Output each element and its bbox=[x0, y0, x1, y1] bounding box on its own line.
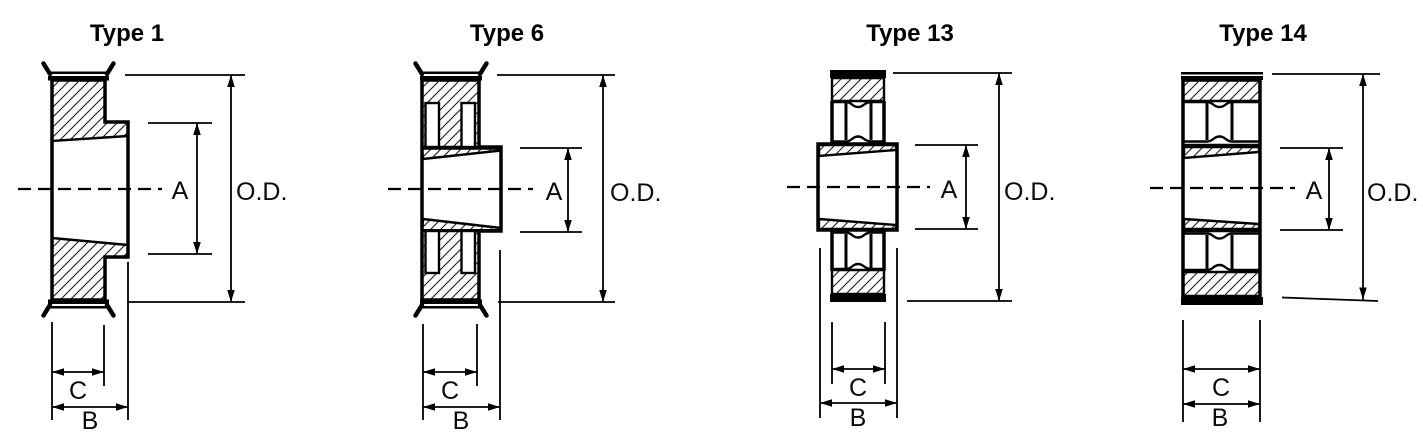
dimension-a: A bbox=[915, 144, 978, 230]
dimension-od: O.D. bbox=[497, 74, 661, 303]
web-recess bbox=[424, 229, 441, 275]
pulley-cross-section bbox=[413, 61, 503, 318]
top-belt-face bbox=[48, 71, 109, 74]
hatch-region bbox=[817, 217, 898, 231]
figure-type-14: Type 14 bbox=[1150, 20, 1418, 432]
hatch-region bbox=[1181, 78, 1262, 103]
bottom-belt-face bbox=[1181, 297, 1263, 305]
extension-line bbox=[1281, 296, 1379, 302]
dim-label-b: B bbox=[850, 404, 867, 432]
dimension-a: A bbox=[148, 122, 212, 255]
dim-label-c: C bbox=[69, 377, 87, 405]
dimension-od: O.D. bbox=[125, 74, 287, 303]
figure-title: Type 6 bbox=[470, 20, 544, 47]
figure-type-6: Type 6 bbox=[388, 20, 661, 435]
pulley-cross-section bbox=[816, 70, 899, 302]
dimension-b: B bbox=[1183, 400, 1260, 432]
flange-tip bbox=[413, 302, 425, 318]
web-recess bbox=[460, 101, 477, 149]
dim-label-c: C bbox=[1212, 374, 1230, 402]
hatch-region bbox=[817, 143, 898, 158]
web-break-line bbox=[832, 135, 884, 143]
dim-label-od: O.D. bbox=[1004, 178, 1055, 206]
web-break-line bbox=[832, 231, 884, 239]
figure-title: Type 13 bbox=[866, 20, 954, 47]
figure-title: Type 14 bbox=[1219, 20, 1307, 47]
web-break-line bbox=[1183, 100, 1260, 109]
dim-label-b: B bbox=[453, 407, 470, 435]
dimension-od: O.D. bbox=[1272, 73, 1418, 302]
flange-tip bbox=[477, 302, 489, 318]
dimension-c: C bbox=[831, 322, 886, 402]
dimension-c: C bbox=[51, 322, 105, 420]
figure-type-13: Type 13 bbox=[787, 20, 1055, 432]
web-recess bbox=[424, 101, 441, 149]
dimension-c: C bbox=[422, 324, 478, 420]
flange-tip bbox=[477, 61, 489, 77]
figure-type-1: Type 1 A O.D. bbox=[18, 20, 287, 435]
section-outline bbox=[50, 78, 130, 302]
hatch-region bbox=[830, 76, 886, 103]
dim-label-a: A bbox=[941, 176, 958, 204]
hatch-region bbox=[420, 217, 503, 232]
top-belt-face bbox=[1181, 72, 1263, 75]
web-break-line bbox=[1183, 232, 1260, 240]
figure-title: Type 1 bbox=[90, 20, 164, 47]
bottom-belt-face bbox=[420, 306, 482, 309]
web-break-line bbox=[832, 100, 884, 109]
dim-label-od: O.D. bbox=[236, 178, 287, 206]
hatch-region bbox=[50, 236, 130, 302]
top-belt-face bbox=[420, 71, 482, 74]
hatch-region bbox=[830, 268, 886, 296]
web-break-line bbox=[1183, 135, 1260, 143]
bottom-belt-face bbox=[48, 306, 109, 309]
pulley-cross-section bbox=[1181, 72, 1263, 305]
dim-label-c: C bbox=[441, 377, 459, 405]
dim-label-a: A bbox=[546, 178, 563, 206]
hatch-region bbox=[1182, 217, 1261, 231]
web-recess bbox=[460, 229, 477, 275]
dim-label-c: C bbox=[849, 374, 867, 402]
flange-tip bbox=[104, 61, 116, 77]
flange-tip bbox=[104, 302, 116, 318]
hatch-region bbox=[1182, 145, 1261, 160]
hatch-region bbox=[420, 147, 503, 161]
dim-label-b: B bbox=[82, 407, 99, 435]
dim-label-a: A bbox=[172, 177, 189, 205]
dimension-b: B bbox=[52, 262, 129, 435]
dimension-b: B bbox=[423, 250, 501, 435]
dimension-a: A bbox=[1280, 147, 1343, 231]
top-belt-face bbox=[1181, 76, 1263, 80]
flange-tip bbox=[41, 302, 53, 318]
pulley-cross-section bbox=[41, 61, 130, 318]
web-break-line bbox=[1183, 263, 1260, 272]
dimension-b: B bbox=[819, 248, 898, 432]
dim-label-od: O.D. bbox=[610, 179, 661, 207]
flange-tip bbox=[413, 61, 425, 77]
dim-label-a: A bbox=[1306, 177, 1323, 205]
dimension-a: A bbox=[520, 147, 582, 233]
hatch-region bbox=[1181, 270, 1262, 298]
bottom-belt-face bbox=[830, 294, 886, 302]
dim-label-b: B bbox=[1212, 404, 1229, 432]
dim-label-od: O.D. bbox=[1367, 179, 1418, 207]
flange-tip bbox=[41, 61, 53, 77]
hatch-region bbox=[50, 78, 130, 143]
web-break-line bbox=[832, 262, 884, 271]
dimension-od: O.D. bbox=[893, 72, 1055, 302]
top-belt-face bbox=[830, 70, 886, 78]
section-outline bbox=[420, 78, 503, 302]
